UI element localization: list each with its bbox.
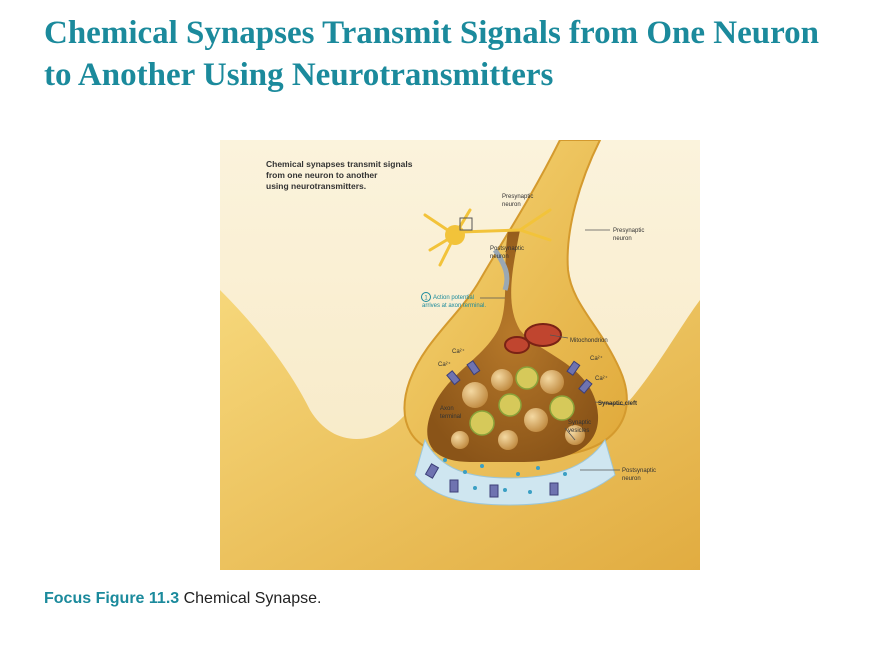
figure-heading-line1: Chemical synapses transmit signals <box>266 159 413 169</box>
figure-caption: Focus Figure 11.3 Chemical Synapse. <box>44 590 321 608</box>
figure-heading-line3: using neurotransmitters. <box>266 181 366 191</box>
figure-heading-line2: from one neuron to another <box>266 170 378 180</box>
axon-terminal-label-1: Axon <box>440 406 454 412</box>
synaptic-vesicles-label-1: Synaptic <box>568 420 591 426</box>
caption-label: Focus Figure 11.3 <box>44 590 180 607</box>
postsynaptic-receptors <box>424 463 559 498</box>
leader-lines <box>480 229 626 471</box>
synaptic-vesicles <box>451 366 585 450</box>
synaptic-vesicles-label-2: vesicles <box>568 428 589 434</box>
mitochondrion-small <box>504 336 530 354</box>
synapse-figure: Chemical synapses transmit signals from … <box>220 140 700 570</box>
inset-postsynaptic-label-2: neuron <box>490 254 509 260</box>
synaptic-cleft <box>414 438 616 506</box>
neurotransmitters <box>443 458 567 494</box>
calcium-channels <box>446 360 593 394</box>
step-1-text-1: Action potential <box>433 295 474 301</box>
ca-label-2: Ca²⁺ <box>438 361 451 368</box>
step-1-number: 1 <box>424 296 428 302</box>
step-1-text-2: arrives at axon terminal. <box>422 303 486 309</box>
inset-highlight-box <box>459 217 473 231</box>
mitochondrion <box>524 323 562 347</box>
inset-presynaptic-label-1: Presynaptic <box>502 194 533 200</box>
ca-label-3: Ca²⁺ <box>590 355 603 362</box>
ca-label-1: Ca²⁺ <box>452 348 465 355</box>
presynaptic-label-1: Presynaptic <box>613 228 644 234</box>
inset-postsynaptic-label-1: Postsynaptic <box>490 246 524 252</box>
caption-text: Chemical Synapse. <box>179 590 322 607</box>
ca-label-4: Ca²⁺ <box>595 375 608 382</box>
inset-arrow <box>492 248 510 291</box>
postsynaptic-label-2: neuron <box>622 476 641 482</box>
step-1-badge <box>421 292 431 302</box>
mitochondrion-label: Mitochondrion <box>570 338 608 344</box>
postsynaptic-label-1: Postsynaptic <box>622 468 656 474</box>
presynaptic-label-2: neuron <box>613 236 632 242</box>
axon-terminal-label-2: terminal <box>440 414 461 420</box>
inset-presynaptic-label-2: neuron <box>502 202 521 208</box>
slide-title: Chemical Synapses Transmit Signals from … <box>44 15 819 93</box>
synapse-illustration: Chemical synapses transmit signals from … <box>220 140 700 570</box>
inset-cell-body <box>445 225 465 245</box>
synaptic-cleft-label: Synaptic cleft <box>598 401 637 407</box>
